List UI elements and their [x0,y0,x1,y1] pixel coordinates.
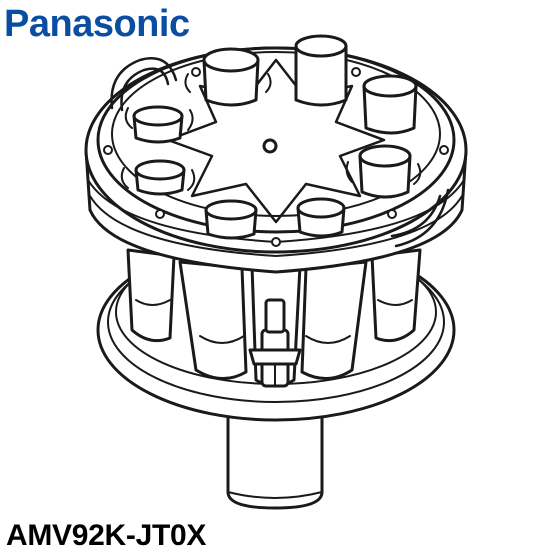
panasonic-logo: Panasonic [4,3,190,45]
center-valve [248,298,302,388]
side-handle [110,57,178,112]
port [358,144,412,199]
screw-holes [103,67,449,247]
shaft [226,410,324,510]
port [132,105,184,144]
model-number-label: AMV92K-JT0X [6,519,207,552]
port [294,34,348,107]
port [204,199,258,240]
port [362,74,418,135]
port [134,159,186,196]
star-manifold [166,58,386,224]
right-strap [390,188,450,248]
cyclone-tubes [126,248,422,388]
ports [132,34,418,240]
port-clips [120,73,422,191]
port [296,197,346,238]
port [202,47,260,107]
